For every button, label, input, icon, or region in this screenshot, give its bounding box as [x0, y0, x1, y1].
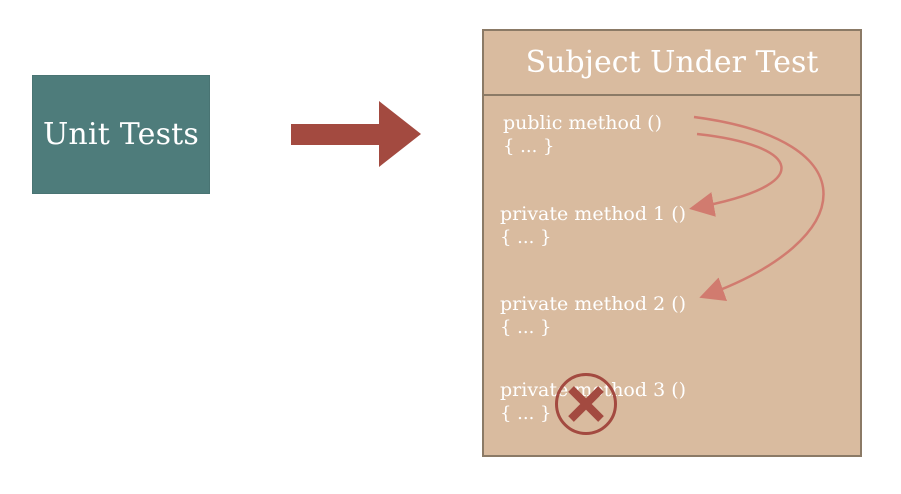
private-method-2-body: { ... } [500, 317, 552, 338]
right-arrow-icon [291, 101, 421, 167]
subject-under-test-box: Subject Under Test public method () { ..… [482, 29, 862, 457]
unit-tests-box: Unit Tests [32, 75, 210, 194]
public-method-name: public method () [503, 112, 662, 134]
public-method: public method () { ... } [503, 111, 662, 159]
unit-tests-label: Unit Tests [42, 117, 200, 152]
private-method-3-body: { ... } [500, 403, 552, 424]
subject-under-test-title: Subject Under Test [484, 31, 860, 96]
x-circle-icon [555, 373, 617, 435]
private-method-2: private method 2 () { ... } [500, 292, 686, 340]
private-method-1: private method 1 () { ... } [500, 202, 686, 250]
private-method-1-body: { ... } [500, 227, 552, 248]
private-method-1-name: private method 1 () [500, 203, 687, 225]
public-method-body: { ... } [503, 136, 555, 157]
private-method-2-name: private method 2 () [500, 293, 687, 315]
private-method-3: private method 3 () { ... } [500, 378, 686, 426]
private-method-3-name: private method 3 () [500, 379, 687, 401]
